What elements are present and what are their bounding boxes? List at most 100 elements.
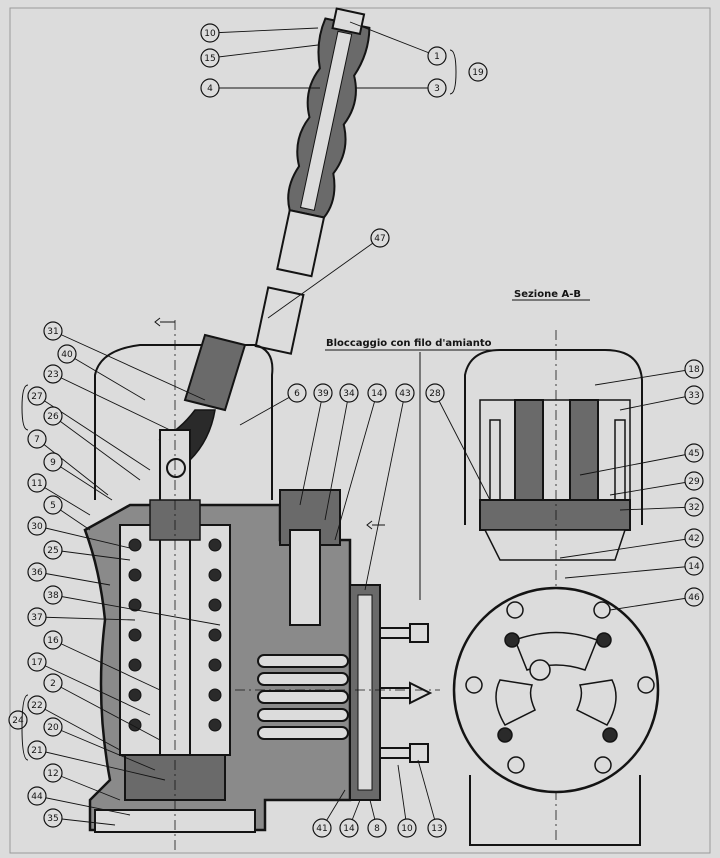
callout-label: 3 <box>434 84 440 94</box>
callout-balloon: 35 <box>43 808 63 828</box>
callout-circle <box>427 818 447 838</box>
callout-balloon: 20 <box>43 717 63 737</box>
callout-circle <box>27 607 47 627</box>
callout-balloon: 23 <box>43 364 63 384</box>
callout-circle <box>468 62 488 82</box>
callout-balloon: 45 <box>684 443 704 463</box>
callout-circle <box>684 587 704 607</box>
callout-label: 35 <box>47 814 58 824</box>
callout-balloon: 10 <box>397 818 417 838</box>
callout-circle <box>395 383 415 403</box>
handle-cap-nut <box>331 7 366 36</box>
callout-leader <box>52 415 141 481</box>
callout-label: 33 <box>688 391 699 401</box>
callout-leader <box>36 571 111 586</box>
callout-balloon: 25 <box>43 540 63 560</box>
callout-layer: 1015413194731402327267911530253638371617… <box>8 21 704 838</box>
callout-label: 41 <box>316 824 327 834</box>
paper-border <box>9 7 711 854</box>
section-guard <box>464 349 643 525</box>
callout-balloon: 47 <box>370 228 390 248</box>
callout-label: 27 <box>31 392 42 402</box>
callout-circle <box>684 443 704 463</box>
callout-circle <box>684 471 704 491</box>
callout-label: 12 <box>47 769 58 779</box>
callout-label: 23 <box>47 370 58 380</box>
callout-leader <box>564 565 695 579</box>
callout-leader <box>267 237 381 319</box>
callout-balloon: 37 <box>27 607 47 627</box>
callout-label: 39 <box>317 389 329 399</box>
callout-leader <box>619 394 695 411</box>
callout-circle <box>684 528 704 548</box>
callout-balloon: 14 <box>684 556 704 576</box>
callout-label: 21 <box>31 746 42 756</box>
callout-balloon: 17 <box>27 652 47 672</box>
callout-label: 40 <box>61 350 73 360</box>
callout-balloon: 3 <box>427 78 447 98</box>
callout-circle <box>27 652 47 672</box>
callout-leader <box>36 795 131 816</box>
flange-bolts <box>465 601 655 774</box>
callout-leader <box>52 594 221 626</box>
callout-label: 34 <box>343 389 355 399</box>
callout-balloon: 13 <box>427 818 447 838</box>
pivot-pin <box>166 458 186 478</box>
callout-circle <box>57 344 77 364</box>
callout-leader <box>36 438 109 496</box>
callout-circle <box>27 473 47 493</box>
callout-balloon: 19 <box>468 62 488 82</box>
callout-balloon: 33 <box>684 385 704 405</box>
callout-balloon: 26 <box>43 406 63 426</box>
callout-label: 37 <box>31 613 42 623</box>
side-coil <box>257 654 349 740</box>
callout-label: 17 <box>31 658 42 668</box>
callout-circle <box>27 516 47 536</box>
callout-label: 42 <box>688 534 699 544</box>
callout-circle <box>367 818 387 838</box>
callout-balloon: 11 <box>27 473 47 493</box>
callout-label: 25 <box>47 546 58 556</box>
callout-balloon: 2 <box>43 673 63 693</box>
callout-balloon: 6 <box>287 383 307 403</box>
callout-leader <box>609 480 695 496</box>
callout-label: 38 <box>47 591 59 601</box>
callout-label: 29 <box>688 477 700 487</box>
section-neck <box>483 529 627 561</box>
lever-upper-tube <box>254 286 305 355</box>
callout-circle <box>339 818 359 838</box>
callout-circle <box>425 383 445 403</box>
callout-label: 31 <box>47 327 58 337</box>
callout-label: 14 <box>688 562 700 572</box>
callout-label: 10 <box>401 824 413 834</box>
section-arrow-a <box>154 317 175 327</box>
callout-leader <box>66 353 146 401</box>
callout-circle <box>43 763 63 783</box>
callout-balloon: 28 <box>425 383 445 403</box>
callout-circle <box>312 818 332 838</box>
mounting-foot <box>469 775 641 846</box>
callout-circle <box>397 818 417 838</box>
callout-label: 18 <box>688 365 700 375</box>
callout-label: 47 <box>374 234 385 244</box>
callout-label: 28 <box>429 389 441 399</box>
callout-label: 26 <box>47 412 59 422</box>
callout-circle <box>339 383 359 403</box>
callout-leader <box>52 330 206 401</box>
callout-balloon: 34 <box>339 383 359 403</box>
callout-leader <box>609 596 695 611</box>
callout-label: 16 <box>47 636 59 646</box>
callout-balloon: 1 <box>427 46 447 66</box>
callout-balloon: 18 <box>684 359 704 379</box>
section-base <box>479 499 631 531</box>
callout-circle <box>313 383 333 403</box>
callout-leader <box>324 392 350 521</box>
handle-assembly <box>254 7 371 355</box>
callout-balloon: 21 <box>27 740 47 760</box>
callout-circle <box>43 808 63 828</box>
callout-balloon: 15 <box>200 48 220 68</box>
callout-leader <box>364 392 406 591</box>
callout-label: 10 <box>204 29 216 39</box>
callout-circle <box>200 78 220 98</box>
